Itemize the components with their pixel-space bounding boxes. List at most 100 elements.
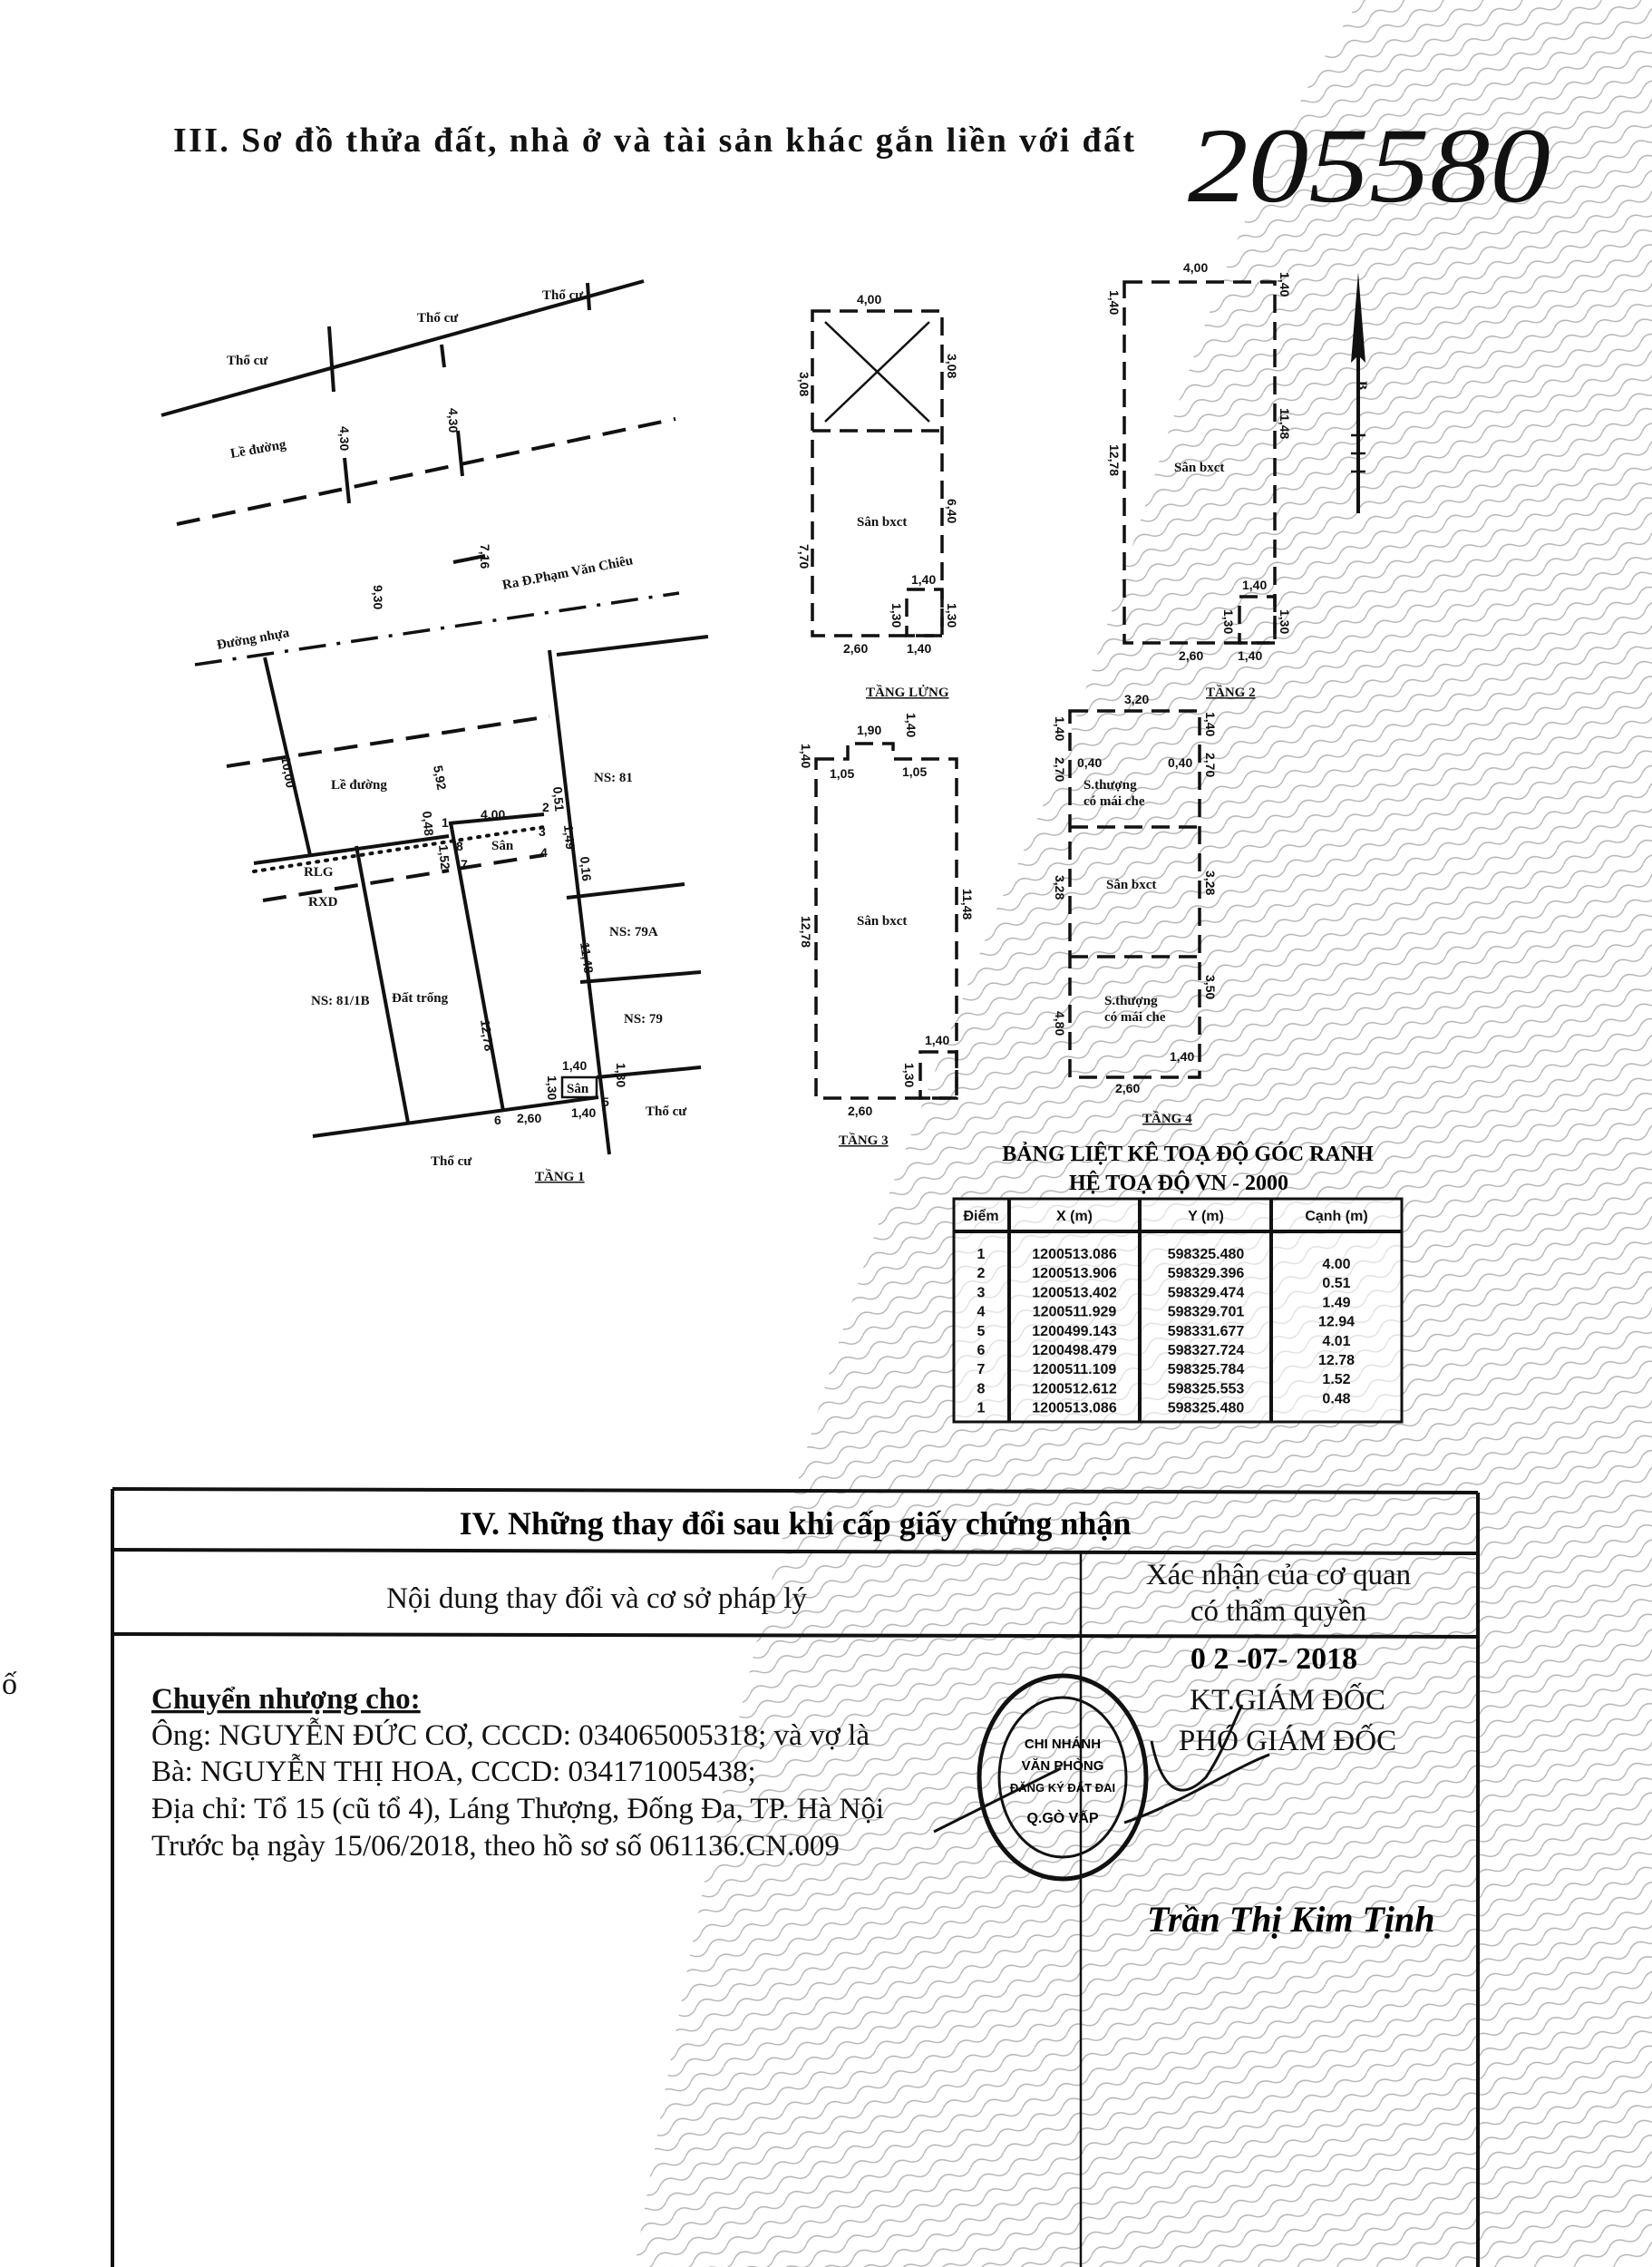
security-pattern	[635, 0, 1652, 2267]
dim-label: 3,50	[1203, 975, 1218, 999]
table-cell-edge: 1.49	[1322, 1295, 1350, 1310]
dim-label: 3,28	[1203, 871, 1218, 895]
stamp-text: ĐĂNG KÝ ĐẤT ĐAI	[1010, 1781, 1115, 1795]
table-cell-x: 1200513.086	[1032, 1401, 1117, 1416]
floor-title: TẦNG 2	[1206, 685, 1256, 700]
table-cell-x: 1200513.086	[1032, 1247, 1117, 1262]
dim-label: 7,70	[797, 544, 811, 569]
section4-box: IV. Những thay đổi sau khi cấp giấy chứn…	[111, 1487, 1480, 2267]
dim-label: 1,52	[436, 844, 452, 871]
dim-label: 1,40	[1170, 1049, 1194, 1064]
dim-label: 4,00	[481, 807, 505, 822]
dim-label: 7,16	[478, 544, 492, 569]
floor-title: TẦNG 4	[1142, 1111, 1192, 1126]
dim-label: 12,78	[478, 1018, 497, 1052]
site-plan: Thổ cư Thổ cư Thổ cư Lề đường 4,30 4,30 …	[160, 279, 709, 1184]
table-cell-x: 1200512.612	[1032, 1381, 1117, 1396]
label-tho-cu: Thổ cư	[417, 311, 459, 326]
dim-label: 0,40	[1077, 755, 1102, 770]
table-cell-y: 598331.677	[1168, 1324, 1245, 1339]
dim-label: 1,49	[561, 824, 578, 851]
dim-label: 1,30	[614, 1063, 628, 1087]
dim-label: 1,90	[857, 723, 881, 737]
dim-label: 1,30	[1278, 609, 1292, 634]
table-cell-point: 1	[977, 1401, 986, 1416]
stamp-text: CHI NHÁNH	[1025, 1737, 1101, 1752]
column-header: X (m)	[1056, 1209, 1093, 1224]
table-cell-edge: 4.00	[1322, 1257, 1350, 1272]
room-label: S.thượng	[1104, 994, 1158, 1008]
table-cell-point: 2	[977, 1266, 986, 1281]
dim-label: 1,40	[904, 713, 918, 737]
dim-label: 1,05	[902, 764, 927, 779]
label-tho-cu: Thổ cư	[431, 1154, 472, 1169]
table-cell-edge: 12.94	[1318, 1315, 1355, 1330]
floor-plan-tang-lung: 4,00 3,08 3,08 7,70 6,40 1,40 1,30 1,30 …	[797, 292, 959, 700]
dim-label: 11,48	[1278, 408, 1292, 439]
dim-label: 1,40	[562, 1058, 587, 1073]
column-header: Y (m)	[1188, 1209, 1224, 1224]
signature-stroke	[933, 1704, 1270, 1834]
dim-label: 0,40	[1168, 755, 1192, 770]
label-ns-81-1b: NS: 81/1B	[311, 994, 370, 1008]
change-line: Bà: NGUYỄN THỊ HOA, CCCD: 034171005438;	[151, 1753, 756, 1788]
dim-label: 2,60	[843, 641, 868, 656]
dim-label: 4,80	[1053, 1011, 1067, 1036]
table-cell-edge: 1.52	[1322, 1372, 1350, 1387]
dim-label: 6,40	[945, 499, 959, 523]
label-direction: Ra Đ.Phạm Văn Chiêu	[501, 553, 635, 593]
dim-label: 10,00	[278, 755, 298, 789]
table-cell-point: 5	[977, 1324, 986, 1339]
dim-label: 1,40	[907, 641, 931, 656]
dim-label: 9,30	[371, 585, 385, 609]
dim-label: 1,30	[889, 603, 904, 628]
table-cell-edge: 12.78	[1318, 1353, 1355, 1368]
dim-label: 1,40	[1107, 290, 1122, 315]
dim-label: 4,00	[857, 292, 881, 306]
dim-label: 1,30	[1221, 609, 1236, 634]
table-cell-x: 1200513.906	[1032, 1266, 1117, 1281]
label-le-duong: Lề đường	[229, 437, 287, 462]
table-cell-point: 1	[977, 1247, 986, 1262]
dim-label: 1,40	[1238, 648, 1262, 663]
room-label: Sân bxct	[1174, 461, 1224, 475]
dim-label: 4,30	[337, 426, 352, 451]
dim-label: 2,60	[1179, 648, 1203, 663]
change-line: Địa chỉ: Tổ 15 (cũ tổ 4), Láng Thượng, Đ…	[151, 1793, 884, 1825]
column-header-confirmation: Xác nhận của cơ quan	[1146, 1559, 1411, 1591]
column-header-confirmation: có thẩm quyền	[1190, 1595, 1366, 1628]
floor-plan-tang-4: 3,20 1,40 1,40 2,70 2,70 0,40 0,40 3,28 …	[1053, 692, 1218, 1126]
label-tho-cu: Thổ cư	[646, 1104, 687, 1119]
label-rxd: RXD	[308, 895, 338, 910]
table-cell-y: 598325.553	[1168, 1381, 1245, 1396]
dim-label: 1,40	[1203, 712, 1218, 736]
coordinate-table: BẢNG LIỆT KÊ TOẠ ĐỘ GÓC RANH HỆ TOẠ ĐỘ V…	[952, 1142, 1404, 1424]
dim-label: 0,51	[550, 786, 567, 812]
dim-label: 1,30	[945, 603, 959, 628]
label-tho-cu: Thổ cư	[542, 288, 584, 303]
label-dat-trong: Đất trống	[392, 991, 449, 1006]
margin-fragment: ố	[2, 1668, 17, 1701]
room-label: Sân bxct	[857, 914, 907, 929]
dim-label: 2,60	[1115, 1081, 1140, 1095]
room-label: Sân bxct	[1106, 878, 1156, 892]
dim-label: 1,40	[925, 1033, 949, 1047]
table-cell-point: 3	[977, 1285, 986, 1300]
room-label: có mái che	[1104, 1010, 1166, 1025]
dim-label: 3,08	[797, 372, 811, 396]
point-label: 7	[461, 857, 468, 871]
dim-label: 5,92	[431, 764, 450, 792]
point-label: 1	[442, 815, 449, 830]
north-arrow-icon: B	[1351, 272, 1369, 513]
label-le-duong: Lề đường	[331, 778, 387, 793]
table-cell-x: 1200498.479	[1032, 1343, 1117, 1358]
signer-role: KT.GIÁM ĐỐC	[1190, 1681, 1385, 1717]
dim-label: 0,16	[578, 856, 594, 882]
section3-title: III. Sơ đồ thửa đất, nhà ở và tài sản kh…	[173, 122, 1134, 160]
label-ns-81: NS: 81	[594, 771, 633, 785]
signer-name: Trần Thị Kim Tịnh	[1147, 1899, 1435, 1940]
dim-label: 1,40	[1278, 272, 1292, 297]
table-cell-y: 598329.701	[1168, 1305, 1245, 1320]
confirmation-date: 0 2 -07- 2018	[1190, 1642, 1357, 1676]
dim-label: 12,78	[799, 916, 813, 948]
